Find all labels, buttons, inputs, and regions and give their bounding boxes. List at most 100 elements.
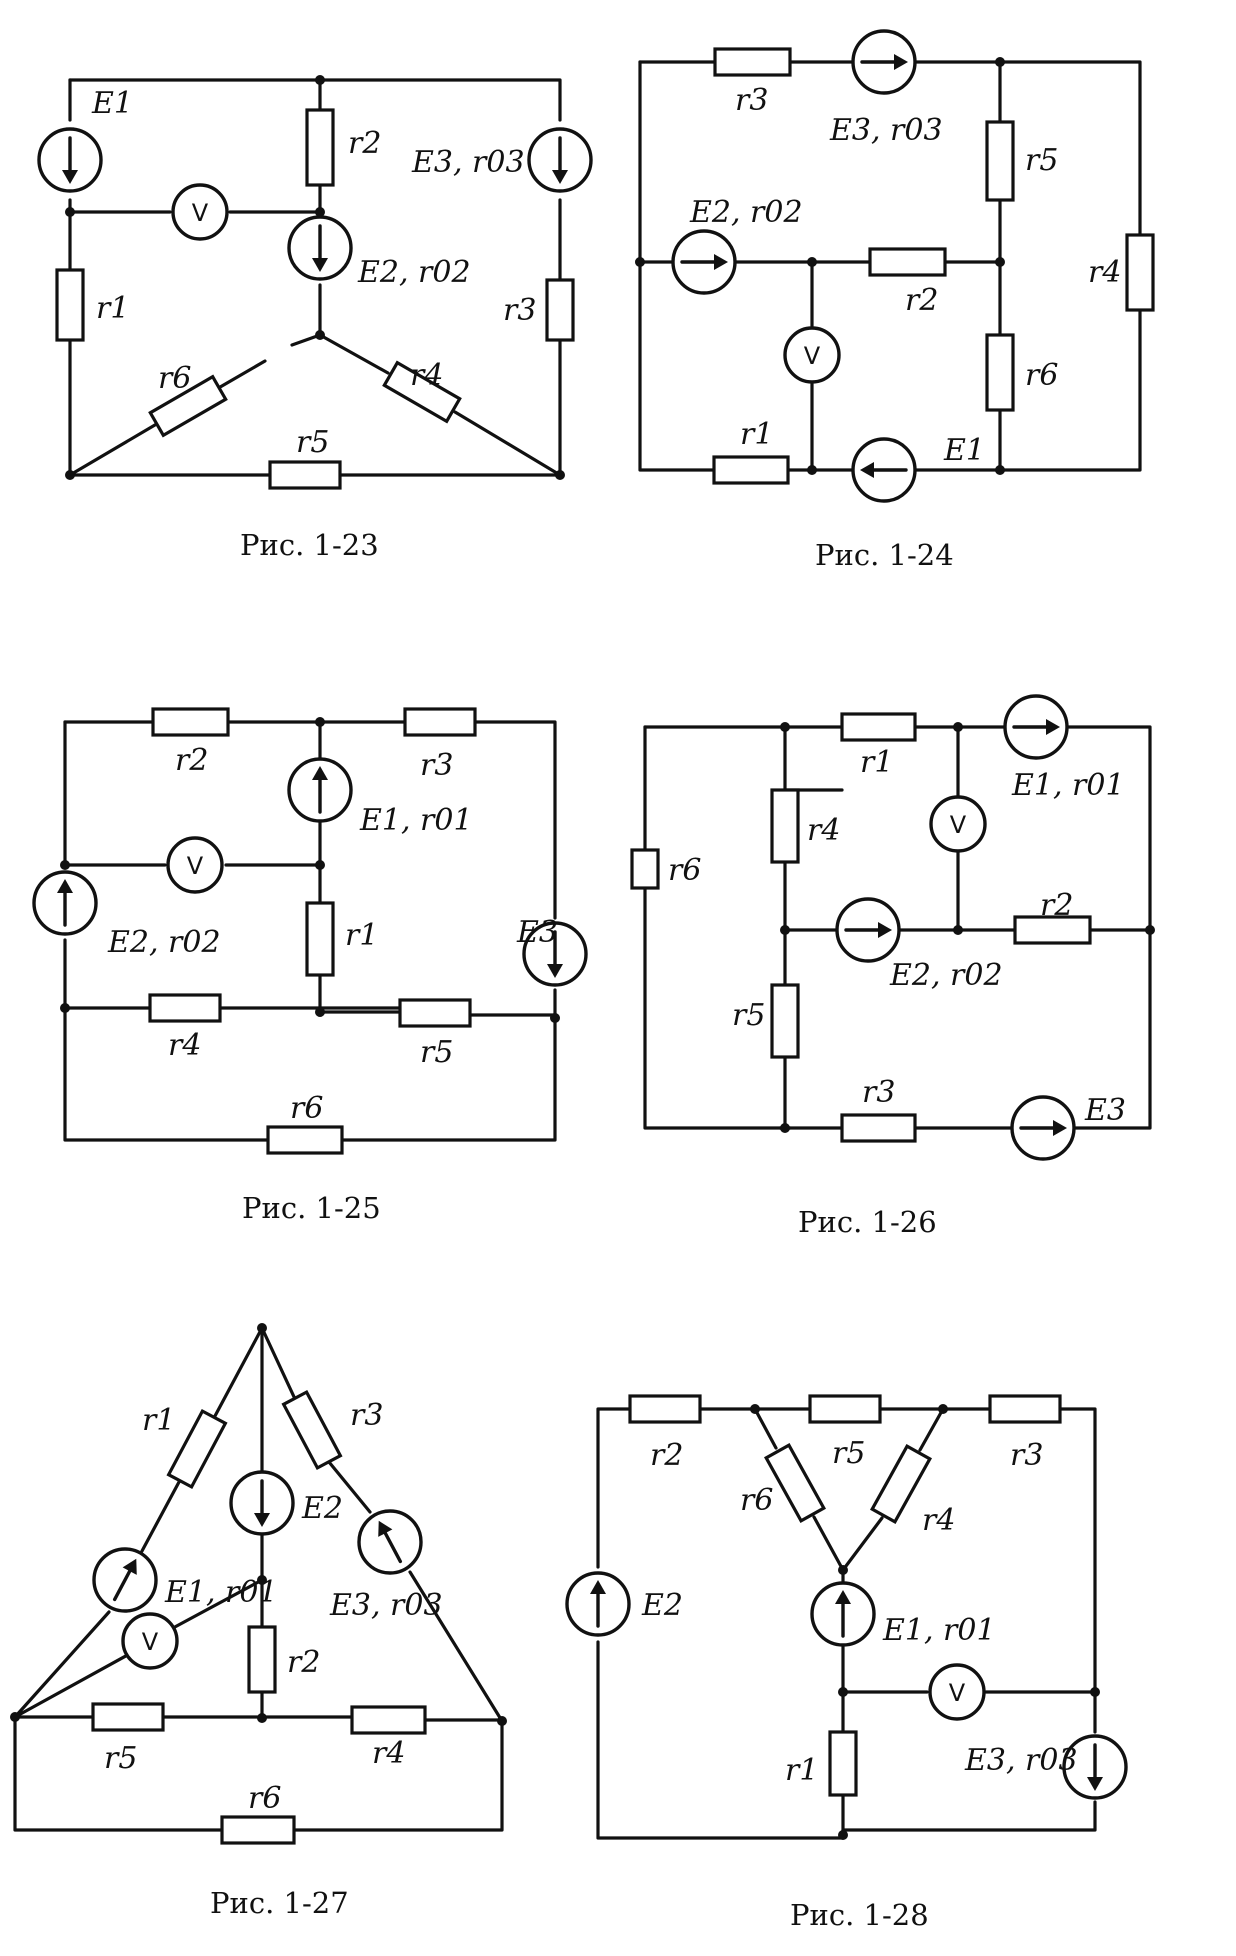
label-r2: r2	[348, 126, 381, 161]
resistor-r6	[985, 333, 1015, 412]
source-E3	[357, 1509, 423, 1575]
label-E3: E3	[1084, 1093, 1126, 1128]
label-E2-r02: E2, r02	[357, 255, 471, 290]
voltmeter: V	[166, 836, 224, 894]
voltmeter-symbol: V	[142, 1628, 159, 1656]
resistor-r1	[305, 901, 335, 977]
voltmeter: V	[121, 1612, 179, 1670]
voltmeter: V	[928, 1663, 986, 1721]
resistor-r5	[808, 1394, 882, 1424]
voltmeter-symbol: V	[950, 811, 967, 839]
figure-1-28: V E1, r01 E2 E3, r03 r1 r2 r3 r4 r5 r6 Р…	[565, 1394, 1128, 1932]
resistor-r3	[403, 707, 477, 737]
label-r6: r6	[1025, 358, 1058, 393]
resistor-r5	[398, 998, 472, 1028]
label-r2: r2	[650, 1438, 683, 1473]
voltmeter-symbol: V	[949, 1679, 966, 1707]
source-E1	[92, 1547, 158, 1613]
resistor-r6	[266, 1125, 344, 1155]
resistor-r1	[828, 1730, 858, 1797]
label-E3-r03: E3, r03	[329, 1588, 443, 1623]
label-E2-r02: E2, r02	[889, 958, 1003, 993]
source-E3	[527, 127, 593, 193]
source-E2	[835, 897, 901, 963]
resistor-r2	[1013, 915, 1092, 945]
caption-1-26: Рис. 1-26	[798, 1205, 937, 1239]
label-E2-r02: E2, r02	[689, 195, 803, 230]
figure-1-27: V E1, r01 E2 E3, r03 r1 r2 r3 r4 r5 r6 Р…	[10, 1323, 507, 1920]
resistor-r3	[840, 1113, 917, 1143]
label-r3: r3	[1010, 1438, 1043, 1473]
resistor-r1	[55, 268, 85, 342]
label-r4: r4	[807, 813, 840, 848]
label-r4: r4	[372, 1736, 405, 1771]
nodes	[60, 717, 560, 1023]
resistor-r5	[770, 983, 800, 1059]
source-E1	[287, 757, 353, 823]
resistor-r3	[545, 278, 575, 342]
nodes	[65, 75, 565, 480]
label-r3: r3	[735, 83, 768, 118]
resistor-r6	[764, 1443, 826, 1523]
label-r1: r1	[96, 291, 129, 326]
source-E2	[565, 1571, 631, 1637]
nodes	[635, 57, 1005, 475]
label-E3-r03: E3, r03	[964, 1743, 1078, 1778]
label-r4: r4	[922, 1503, 955, 1538]
caption-1-25: Рис. 1-25	[242, 1191, 381, 1225]
label-E2: E2	[641, 1588, 683, 1623]
label-r1: r1	[740, 417, 773, 452]
figure-1-25: V E1, r01 E2, r02 E3 r1 r2 r3 r4 r5 r6 Р…	[32, 707, 588, 1225]
source-E2	[32, 870, 98, 936]
resistor-r5	[985, 120, 1015, 202]
resistor-r6	[630, 848, 660, 890]
source-E2	[287, 215, 353, 281]
label-r1: r1	[860, 745, 893, 780]
label-r3: r3	[862, 1075, 895, 1110]
source-E1	[851, 437, 917, 503]
label-r3: r3	[420, 748, 453, 783]
source-E1	[37, 127, 103, 193]
label-E1-r01: E1, r01	[164, 1575, 278, 1610]
nodes	[780, 722, 1155, 1133]
resistor-r3	[282, 1390, 342, 1470]
resistor-r2	[628, 1394, 702, 1424]
label-E3-r03: E3, r03	[829, 113, 943, 148]
caption-1-28: Рис. 1-28	[790, 1898, 929, 1932]
label-E2-r02: E2, r02	[107, 925, 221, 960]
figure-1-26: V E1, r01 E2, r02 E3 r1 r2 r3 r4 r5 r6 Р…	[630, 694, 1155, 1239]
resistor-r5	[91, 1702, 165, 1732]
label-E2: E2	[301, 1491, 343, 1526]
source-E1	[810, 1581, 876, 1647]
label-r4: r4	[168, 1028, 201, 1063]
label-r5: r5	[420, 1035, 453, 1070]
label-r4: r4	[410, 358, 443, 393]
resistor-r2	[151, 707, 230, 737]
voltmeter-symbol: V	[192, 199, 209, 227]
label-r6: r6	[290, 1091, 323, 1126]
resistor-r3	[713, 47, 792, 77]
resistor-r1	[840, 712, 917, 742]
wires	[638, 60, 1142, 472]
nodes	[750, 1404, 1100, 1840]
label-E1-r01: E1, r01	[1011, 768, 1125, 803]
resistor-r2	[247, 1625, 277, 1694]
label-r2: r2	[287, 1645, 320, 1680]
label-r1: r1	[142, 1403, 175, 1438]
voltmeter-symbol: V	[187, 852, 204, 880]
resistor-r4	[148, 993, 222, 1023]
caption-1-27: Рис. 1-27	[210, 1886, 349, 1920]
voltmeter: V	[783, 326, 841, 384]
label-r3: r3	[350, 1398, 383, 1433]
source-E2	[229, 1470, 295, 1536]
label-r5: r5	[732, 998, 765, 1033]
source-E1	[1003, 694, 1069, 760]
label-r5: r5	[832, 1436, 865, 1471]
label-r5: r5	[296, 425, 329, 460]
caption-1-24: Рис. 1-24	[815, 538, 954, 572]
voltmeter: V	[171, 183, 229, 241]
label-r2: r2	[175, 743, 208, 778]
label-r5: r5	[1025, 143, 1058, 178]
label-r6: r6	[248, 1781, 281, 1816]
